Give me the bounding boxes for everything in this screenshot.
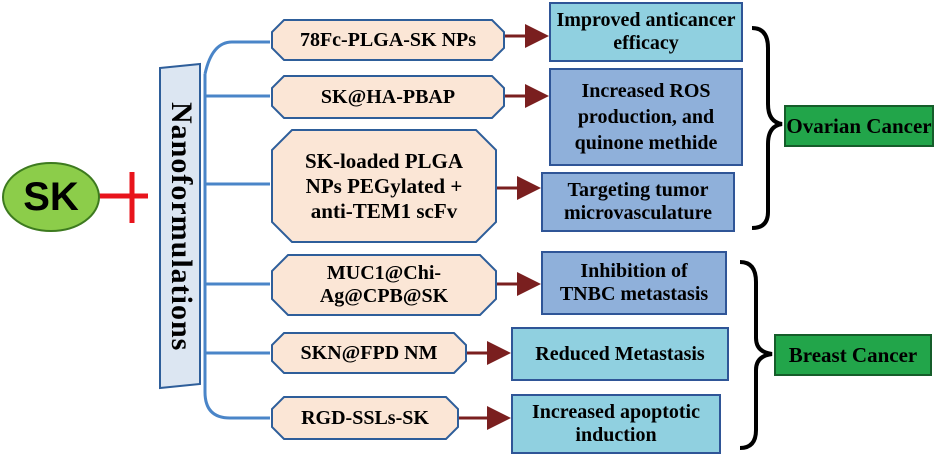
formulation-label-f2: SK@HA-PBAP: [320, 85, 456, 108]
effect-box-e6: Increased apoptotic induction: [511, 394, 721, 454]
formulation-label-f1: 78Fc-PLGA-SK NPs: [299, 28, 477, 51]
formulation-box-f2: [271, 75, 505, 119]
sk-label: SK: [23, 174, 79, 219]
formulation-label-f3: SK-loaded PLGA NPs PEGylated + anti-TEM1…: [304, 148, 464, 223]
formulation-box-f1: [271, 19, 505, 61]
branch-connector-trunk: [203, 40, 270, 420]
cancer-box-ovarian: Ovarian Cancer: [784, 105, 934, 147]
formulation-box-f4: [271, 254, 497, 316]
nanoformulations-banner: [159, 62, 201, 390]
formulation-box-f5: [271, 332, 467, 374]
effect-box-e3: Targeting tumor microvasculature: [541, 172, 735, 232]
ovarian-brace: [751, 26, 783, 230]
breast-brace: [739, 260, 773, 450]
effect-box-e2: Increased ROS production, and quinone me…: [549, 68, 743, 166]
effect-box-e4: Inhibition of TNBC metastasis: [541, 251, 727, 315]
sk-node: [2, 162, 100, 232]
formulation-box-f3: [271, 129, 497, 243]
effect-box-e5: Reduced Metastasis: [511, 327, 729, 381]
nanoformulations-label: Nanoformulations: [165, 102, 198, 352]
cancer-box-breast: Breast Cancer: [774, 334, 932, 376]
effect-box-e1: Improved anticancer efficacy: [549, 2, 743, 62]
formulation-label-f6: RGD-SSLs-SK: [301, 406, 429, 429]
formulation-label-f5: SKN@FPD NM: [300, 341, 438, 364]
formulation-label-f4: MUC1@Chi-Ag@CPB@SK: [319, 262, 449, 307]
formulation-box-f6: [271, 396, 459, 440]
